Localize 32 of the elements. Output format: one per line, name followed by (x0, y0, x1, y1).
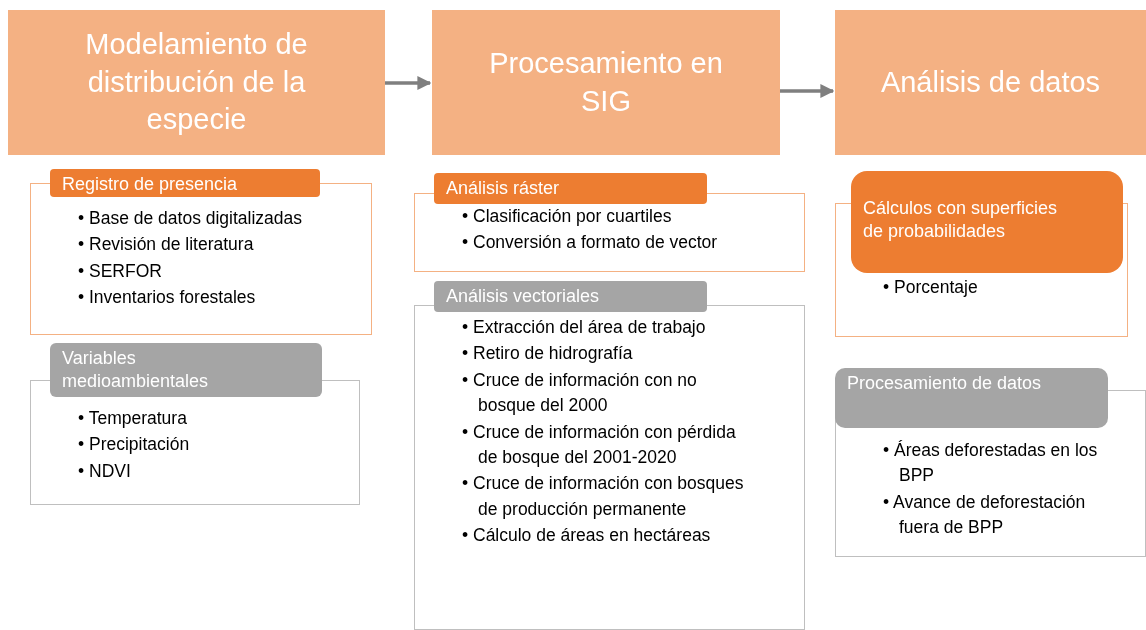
header-box (432, 10, 780, 155)
header-title: Procesamiento en SIG (488, 45, 724, 119)
bullet-item: • Base de datos digitalizadas (78, 207, 304, 230)
bullet-item: • Avance de deforestación fuera de BPP (883, 490, 1087, 540)
bullet-item: • SERFOR (78, 259, 163, 283)
header-title: Modelamiento de distribución de la especie (84, 26, 309, 138)
header-box (835, 10, 1146, 155)
section-tab: Análisis ráster (434, 173, 707, 204)
bullet-item: • Clasificación por cuartiles (462, 205, 673, 228)
bullet-item: • Conversión a formato de vector (462, 231, 719, 255)
bullet-item: • Temperatura (78, 407, 188, 430)
bullet-item: • Cruce de información con bosques de producción permanente (462, 472, 745, 521)
header-box (8, 10, 385, 155)
section-tab: Procesamiento de datos (835, 368, 1108, 428)
bullet-item: • Extracción del área de trabajo (462, 316, 707, 339)
section-tab: Variables medioambientales (50, 343, 322, 397)
bullet-item: • Revisión de literatura (78, 233, 255, 257)
bullet-item: • Retiro de hidrografía (462, 342, 634, 366)
header-title: Análisis de datos (880, 64, 1101, 100)
section-tab: Cálculos con superficies de probabilidades (851, 171, 1123, 273)
bullet-item: • Cálculo de áreas en hectáreas (462, 524, 712, 547)
bullet-item: • Precipitación (78, 433, 191, 457)
arrow (385, 76, 432, 90)
bullet-item: • Áreas deforestadas en los BPP (883, 439, 1099, 488)
section-tab: Análisis vectoriales (434, 281, 707, 312)
bullet-item: • Cruce de información con no bosque del 2000 (462, 368, 698, 418)
arrow (780, 84, 835, 98)
bullet-item: • Cruce de información con pérdida de bosque del 2001-2020 (462, 420, 737, 469)
section-tab: Registro de presencia (50, 169, 320, 197)
bullet-item: • NDVI (78, 459, 132, 483)
bullet-item: • Porcentaje (883, 276, 979, 299)
bullet-item: • Inventarios forestales (78, 286, 257, 310)
